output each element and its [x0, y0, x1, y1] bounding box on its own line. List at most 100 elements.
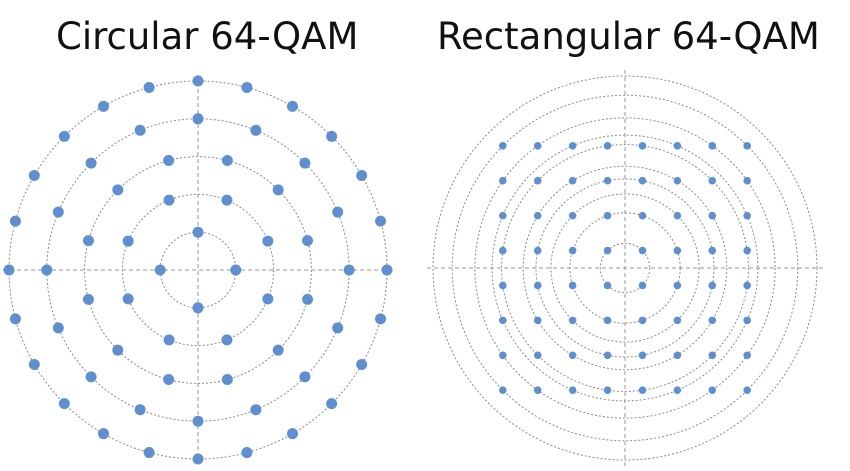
constellation-point — [743, 316, 751, 325]
constellation-point — [28, 359, 40, 370]
constellation-point — [287, 100, 298, 112]
constellation-point — [98, 100, 109, 112]
constellation-point — [603, 351, 612, 360]
constellation-point — [499, 316, 507, 325]
constellation-point — [58, 130, 70, 142]
constellation-point — [287, 428, 298, 440]
constellation-point — [85, 157, 97, 169]
constellation-point — [499, 351, 507, 360]
constellation-point — [272, 344, 284, 356]
constellation-point — [708, 316, 717, 325]
constellation-point — [241, 447, 253, 459]
constellation-point — [134, 124, 146, 136]
constellation-point — [743, 246, 751, 255]
constellation-point — [708, 351, 717, 360]
constellation-point — [143, 81, 155, 93]
constellation-point — [192, 453, 204, 465]
constellation-point — [356, 359, 368, 370]
constellation-point — [52, 322, 64, 334]
constellation-point — [499, 142, 507, 150]
constellation-point — [603, 316, 612, 325]
ring — [474, 117, 776, 419]
constellation-point — [638, 316, 647, 325]
constellation-point — [638, 176, 647, 185]
constellation-point — [743, 351, 751, 360]
constellation-point — [673, 386, 682, 394]
constellation-point — [299, 157, 311, 169]
ring — [599, 242, 651, 294]
ring — [522, 165, 728, 371]
constellation-point — [326, 130, 338, 142]
constellation-point — [221, 374, 233, 386]
constellation-point — [533, 176, 542, 185]
constellation-point — [250, 124, 262, 136]
constellation-point — [343, 264, 355, 276]
constellation-point — [230, 264, 242, 276]
constellation-point — [568, 386, 577, 394]
constellation-point — [638, 246, 647, 255]
constellation-point — [82, 293, 94, 305]
constellation-point — [98, 428, 109, 440]
constellation-point — [299, 371, 311, 383]
constellation-point — [499, 176, 507, 185]
constellation-point — [603, 211, 612, 220]
rectangular-64qam-title: Rectangular 64-QAM — [437, 15, 820, 58]
ring — [501, 144, 749, 392]
constellation-point — [262, 235, 274, 247]
constellation-point — [708, 281, 717, 290]
constellation-point — [673, 211, 682, 220]
constellation-point — [743, 281, 751, 290]
constellation-point — [743, 176, 751, 185]
constellation-point — [708, 386, 717, 394]
constellation-point — [112, 184, 124, 196]
constellation-point — [375, 215, 387, 227]
constellation-point — [568, 316, 577, 325]
constellation-point — [673, 351, 682, 360]
constellation-point — [533, 211, 542, 220]
constellation-point — [603, 246, 612, 255]
constellation-point — [499, 246, 507, 255]
constellation-point — [221, 154, 233, 166]
rectangular-constellation — [427, 70, 823, 466]
constellation-point — [332, 206, 344, 218]
constellation-point — [743, 142, 751, 150]
constellation-point — [82, 235, 94, 247]
ring — [569, 212, 681, 324]
circular-constellation — [3, 75, 393, 465]
constellation-point — [122, 235, 134, 247]
ring — [535, 178, 715, 358]
constellation-point — [708, 176, 717, 185]
constellation-point — [533, 246, 542, 255]
constellation-point — [743, 211, 751, 220]
constellation-point — [638, 142, 647, 150]
constellation-point — [568, 142, 577, 150]
constellation-point — [163, 154, 175, 166]
ring — [84, 156, 312, 384]
constellation-point — [154, 264, 166, 276]
constellation-point — [134, 404, 146, 416]
constellation-point — [272, 184, 284, 196]
constellation-point — [28, 170, 40, 181]
constellation-point — [250, 404, 262, 416]
constellation-point — [673, 176, 682, 185]
constellation-point — [638, 351, 647, 360]
constellation-point — [221, 194, 233, 206]
constellation-point — [603, 142, 612, 150]
constellation-point — [381, 264, 393, 276]
constellation-point — [302, 235, 314, 247]
constellation-point — [122, 293, 134, 305]
constellation-point — [533, 142, 542, 150]
constellation-point — [163, 334, 175, 346]
constellation-point — [375, 313, 387, 325]
constellation-point — [708, 142, 717, 150]
constellation-point — [603, 176, 612, 185]
constellation-point — [673, 142, 682, 150]
constellation-point — [241, 81, 253, 93]
constellation-point — [9, 313, 21, 325]
constellation-point — [112, 344, 124, 356]
constellation-point — [192, 226, 204, 238]
constellation-point — [332, 322, 344, 334]
constellation-point — [326, 398, 338, 410]
constellation-point — [673, 316, 682, 325]
